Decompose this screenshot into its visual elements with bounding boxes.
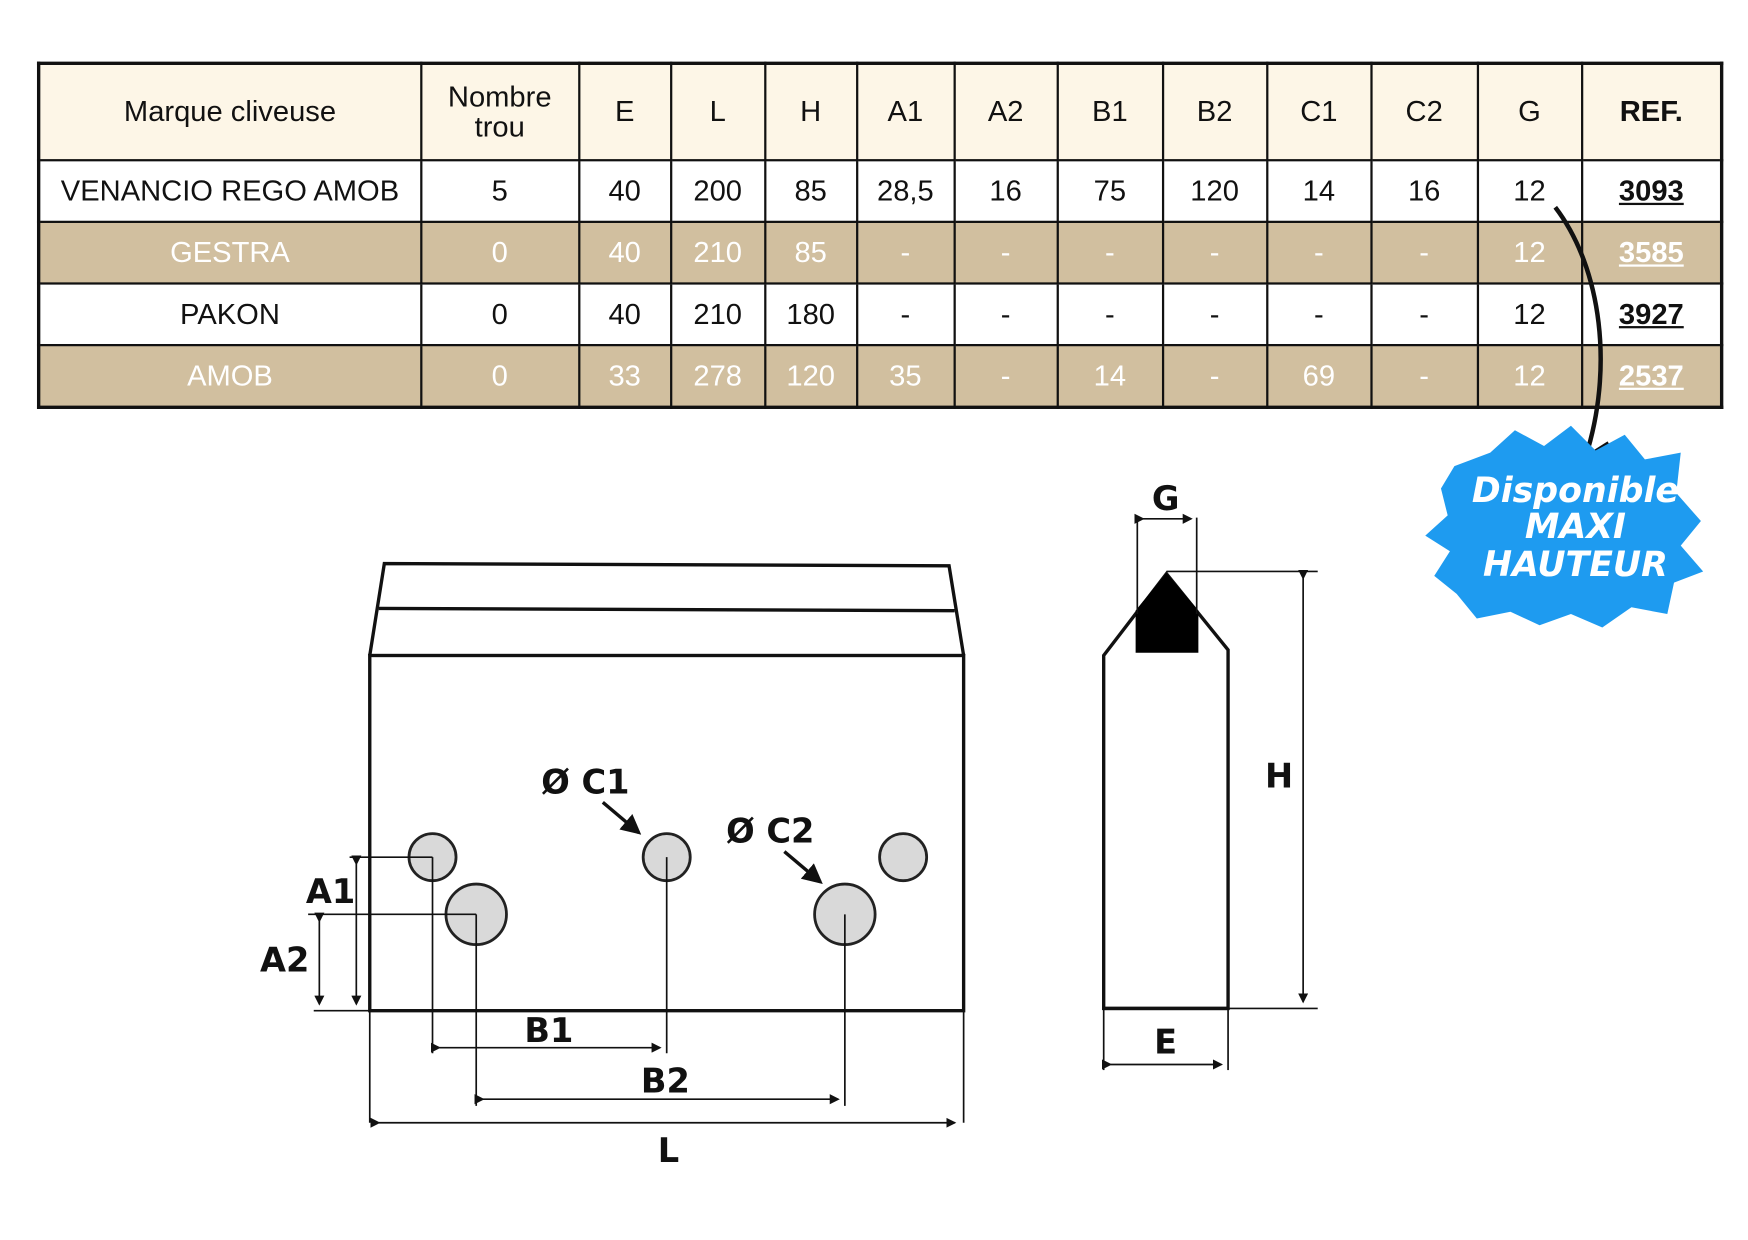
label-b2: B2 — [641, 1061, 690, 1100]
column-header: B1 — [1056, 62, 1164, 162]
column-header: E — [577, 62, 672, 162]
ref-link[interactable]: 3093 — [1618, 173, 1684, 208]
table-cell: 0 — [419, 344, 580, 409]
table-cell: - — [855, 220, 956, 285]
label-a2: A2 — [260, 940, 309, 979]
column-header: A1 — [855, 62, 956, 162]
label-h: H — [1265, 757, 1293, 796]
column-header: L — [669, 62, 766, 162]
table-cell: 16 — [1369, 159, 1479, 223]
ref-cell: 3927 — [1580, 282, 1723, 347]
ref-link[interactable]: 2537 — [1618, 358, 1684, 393]
table-cell: 12 — [1476, 159, 1583, 223]
label-g: G — [1152, 479, 1180, 518]
badge-line1: Disponible — [1472, 471, 1679, 511]
table-cell: - — [1369, 282, 1479, 347]
table-cell: GESTRA — [37, 220, 422, 285]
table-cell: - — [1161, 220, 1268, 285]
table-cell: 12 — [1476, 344, 1583, 409]
table-cell: 12 — [1476, 282, 1583, 347]
table-cell: - — [952, 282, 1059, 347]
maxi-hauteur-badge: Disponible MAXI HAUTEUR — [1425, 425, 1704, 628]
side-view — [1102, 513, 1318, 1071]
table-cell: - — [855, 282, 956, 347]
ref-cell: 2537 — [1580, 344, 1723, 409]
table-cell: 69 — [1265, 344, 1373, 409]
table-cell: 85 — [763, 159, 858, 223]
table-cell: 75 — [1056, 159, 1164, 223]
table-cell: 12 — [1476, 220, 1583, 285]
table-cell: 14 — [1056, 344, 1164, 409]
table-cell: 210 — [669, 282, 766, 347]
table-cell: 35 — [855, 344, 956, 409]
label-b1: B1 — [524, 1011, 573, 1050]
table-cell: 40 — [577, 220, 672, 285]
table-cell: - — [952, 220, 1059, 285]
table-cell: - — [1056, 282, 1164, 347]
column-header: REF. — [1580, 62, 1723, 162]
table-cell: - — [1265, 282, 1373, 347]
table-cell: - — [1056, 220, 1164, 285]
table-cell: - — [952, 344, 1059, 409]
table-cell: - — [1369, 344, 1479, 409]
column-header: H — [763, 62, 858, 162]
table-cell: VENANCIO REGO AMOB — [37, 159, 422, 223]
column-header: Marque cliveuse — [37, 62, 422, 162]
table-cell: 0 — [419, 282, 580, 347]
table-cell: 200 — [669, 159, 766, 223]
label-c2: Ø C2 — [726, 812, 814, 851]
table-cell: 180 — [763, 282, 858, 347]
table-cell: 33 — [577, 344, 672, 409]
table-cell: - — [1161, 282, 1268, 347]
label-a1: A1 — [306, 872, 355, 911]
label-l: L — [658, 1131, 679, 1170]
column-header: Nombre trou — [419, 62, 580, 162]
ref-link[interactable]: 3927 — [1618, 296, 1684, 331]
badge-line2: MAXI — [1525, 507, 1626, 547]
table-cell: PAKON — [37, 282, 422, 347]
callout-arrow — [1553, 205, 1603, 458]
table-cell: 14 — [1265, 159, 1373, 223]
table-cell: 120 — [1161, 159, 1268, 223]
table-cell: 40 — [577, 159, 672, 223]
ref-link[interactable]: 3585 — [1618, 235, 1684, 269]
ref-cell: 3093 — [1580, 159, 1723, 223]
table-cell: - — [1161, 344, 1268, 409]
table-cell: 40 — [577, 282, 672, 347]
column-header: C1 — [1265, 62, 1373, 162]
table-cell: 5 — [419, 159, 580, 223]
front-view — [308, 561, 966, 1128]
table-cell: 0 — [419, 220, 580, 285]
table-cell: - — [1369, 220, 1479, 285]
column-header: B2 — [1161, 62, 1268, 162]
table-cell: 28,5 — [855, 159, 956, 223]
table-cell: 120 — [763, 344, 858, 409]
table-cell: 16 — [952, 159, 1059, 223]
table-cell: 278 — [669, 344, 766, 409]
column-header: A2 — [952, 62, 1059, 162]
table-cell: AMOB — [37, 344, 422, 409]
column-header: G — [1476, 62, 1583, 162]
table-cell: 210 — [669, 220, 766, 285]
table-cell: - — [1265, 220, 1373, 285]
table-cell: 85 — [763, 220, 858, 285]
column-header: C2 — [1369, 62, 1479, 162]
ref-cell: 3585 — [1580, 220, 1723, 285]
badge-line3: HAUTEUR — [1483, 545, 1668, 585]
label-c1: Ø C1 — [541, 762, 629, 801]
label-e: E — [1154, 1022, 1177, 1061]
hole-small-right — [878, 832, 929, 883]
